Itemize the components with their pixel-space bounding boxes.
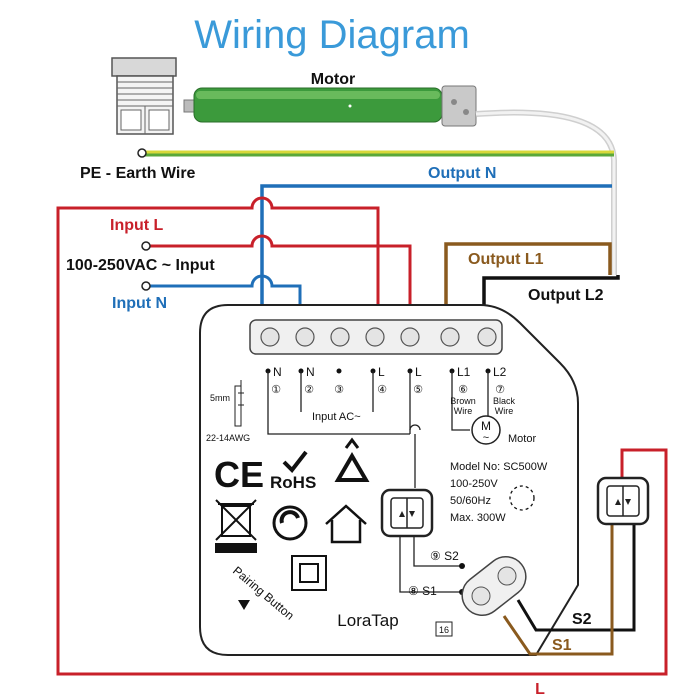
motor-symbol [471,415,501,445]
shutter-window-icon [111,57,177,135]
terminal-6-sub2: Wire [454,406,473,416]
s2-wire [516,524,636,632]
output-l1-wire [444,242,612,330]
wire-gauge-label: 22-14AWG [206,433,250,443]
output-l2-label: Output L2 [528,287,604,304]
terminal-4-num: ④ [377,384,387,396]
terminal-7-sub2: Wire [495,406,514,416]
model-label: Model No: SC500W [450,461,548,473]
terminal-screw [477,327,497,347]
pairing-led-indicator [509,485,535,511]
voltage-label: 100-250V [450,478,498,490]
bottom-l-label: L [535,681,545,698]
input-n-wire [148,274,302,330]
terminal-1-num: ① [271,384,281,396]
terminal-screw [365,327,385,347]
max-power-label: Max. 300W [450,512,506,524]
s1-wire [502,524,614,656]
terminal-2-label: N [306,365,315,379]
output-l2-wire [482,275,620,330]
motor-symbol-letter: M [481,419,491,433]
s1-terminal-label: ⑧ S1 [408,584,437,598]
input-n-label: Input N [112,295,167,312]
brand-label: LoraTap [337,611,398,630]
external-switch-icon [596,476,650,526]
live-wire [56,196,668,676]
earth-terminal [137,148,147,158]
terminal-screw [260,327,280,347]
s-terminal-block [461,556,527,616]
terminal-7-sub1: Black [493,396,516,406]
double-insulation-icon [291,555,327,591]
wire-strip-spec [234,380,244,427]
recycle-icon [334,437,370,482]
input-ac-label: Input AC~ [312,411,361,423]
device-body [199,304,579,656]
pe-earth-label: PE - Earth Wire [80,165,196,182]
rating-label: 16 [439,625,449,635]
input-l-wire [148,234,412,330]
terminal-6-num: ⑥ [458,384,468,396]
rohs-check-icon [282,450,308,474]
s2-terminal-label: ⑨ S2 [430,549,459,563]
output-l1-label: Output L1 [468,251,544,268]
pairing-arrow-icon [238,600,250,610]
output-n-label: Output N [428,165,496,182]
terminal-screw [295,327,315,347]
input-l-label: Input L [110,217,164,234]
device-motor-label: Motor [508,433,536,445]
supply-label: 100-250VAC ~ Input [66,257,215,274]
ce-mark: CE [214,454,264,495]
output-n-wire [260,184,612,330]
frequency-label: 50/60Hz [450,495,491,507]
home-icon [325,504,367,544]
terminal-screw [400,327,420,347]
s1-wire-label: S1 [552,637,572,654]
weee-bin-icon [215,499,257,553]
terminal-screw [330,327,350,347]
motor-tube [183,85,477,127]
svg-text:~: ~ [483,432,489,444]
terminal-4-label: L [378,365,385,379]
terminal-5-num: ⑤ [413,384,423,396]
wire-length-label: 5mm [210,393,230,403]
rohs-mark: RoHS [270,473,316,492]
terminal-5-label: L [415,365,422,379]
terminal-3-num: ③ [334,384,344,396]
diagram-title: Wiring Diagram [194,13,470,57]
terminal-1-label: N [273,365,282,379]
motor-label: Motor [311,71,355,88]
terminal-6-sub1: Brown [450,396,476,406]
s2-wire-label: S2 [572,611,592,628]
terminal-7-label: L2 [493,365,507,379]
green-dot-icon [272,505,308,541]
terminal-7-num: ⑦ [495,384,505,396]
switch-icon [380,488,434,538]
terminal-2-num: ② [304,384,314,396]
terminal-screw [440,327,460,347]
terminal-6-label: L1 [457,365,471,379]
